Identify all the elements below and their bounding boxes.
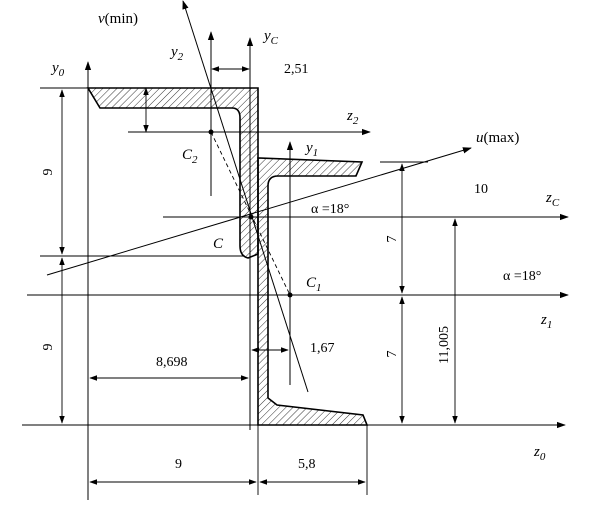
label-dim-right-upper-7: 7 xyxy=(385,236,400,243)
label-z2-axis: z2 xyxy=(346,108,359,127)
label-dim-right-11005: 11,005 xyxy=(437,326,452,364)
label-y0-axis: y0 xyxy=(50,60,65,79)
label-yC-axis: yC xyxy=(262,28,279,47)
label-z0-axis: z0 xyxy=(533,444,546,463)
point-c-dot xyxy=(248,214,254,220)
centroid-points xyxy=(208,129,293,298)
point-c1-dot xyxy=(287,292,293,298)
label-dim-centroid-offset: 8,698 xyxy=(156,355,188,370)
label-dim-bottom-left: 9 xyxy=(175,457,182,472)
label-dim-left-upper: 9 xyxy=(41,169,56,176)
label-y2-axis: y2 xyxy=(169,44,184,63)
label-y1-axis: y1 xyxy=(304,140,318,159)
angle-labels: α =18° α =18° xyxy=(311,202,541,284)
label-zC-axis: zC xyxy=(545,190,560,209)
label-point-c: C xyxy=(213,236,224,252)
label-point-c2: C2 xyxy=(182,147,198,166)
label-u-axis: u(max) xyxy=(476,130,519,146)
axis-labels: v(min) u(max) y0 yC y2 y1 z2 zC z1 z0 xyxy=(50,11,560,463)
label-dim-bottom-right: 5,8 xyxy=(298,457,316,472)
label-dim-left-lower: 9 xyxy=(41,344,56,351)
label-angle-near-c: α =18° xyxy=(311,202,349,217)
label-z1-axis: z1 xyxy=(540,312,552,331)
label-v-axis: v(min) xyxy=(98,11,138,27)
channel-profile-lower xyxy=(257,157,369,426)
dimension-labels: 2,51 9 9 7 7 10 11,005 8,698 1,67 9 5,8 xyxy=(41,62,488,472)
axis-v-line xyxy=(182,0,309,393)
label-angle-right: α =18° xyxy=(503,269,541,284)
centroid-connector xyxy=(210,131,291,296)
label-dim-top-offset: 2,51 xyxy=(284,62,309,77)
channel-profile-upper xyxy=(86,87,259,259)
label-dim-right-lower-7: 7 xyxy=(385,351,400,358)
label-point-c1: C1 xyxy=(306,275,322,294)
label-dim-right-10: 10 xyxy=(474,182,488,197)
point-c2-dot xyxy=(208,129,214,135)
label-dim-web-offset: 1,67 xyxy=(310,341,335,356)
point-labels: C2 C C1 xyxy=(182,147,322,294)
dimension-lines xyxy=(40,66,458,495)
